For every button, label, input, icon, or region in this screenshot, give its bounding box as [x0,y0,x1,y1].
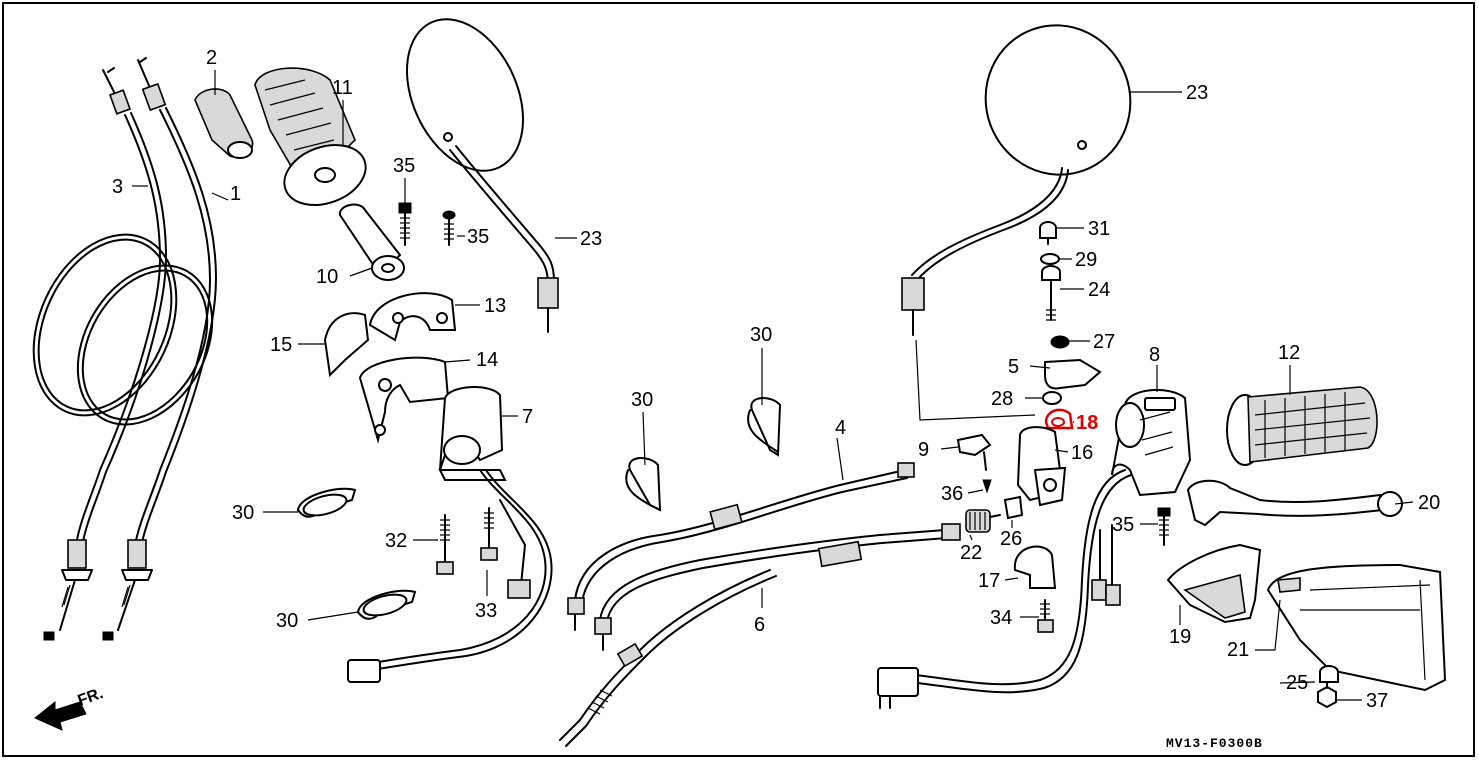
front-indicator-text: FR. [76,685,106,710]
callout-29: 29 [1075,249,1097,271]
callout-26: 26 [1000,528,1022,550]
callout-30-d: 30 [750,324,772,346]
diagram-code: MV13-F0300B [1166,736,1263,751]
callout-30-b: 30 [276,610,298,632]
right-switch-assembly [877,388,1192,709]
callout-30-c: 30 [631,389,653,411]
callout-7: 7 [522,406,533,428]
right-grip [1226,386,1378,466]
callout-23-right: 23 [1186,82,1208,104]
callout-32: 32 [385,530,407,552]
leader-lines [132,70,1414,701]
callout-20: 20 [1418,492,1440,514]
callout-5: 5 [1008,356,1019,378]
cable-clamps [296,397,782,620]
left-mirror [405,18,559,333]
callout-35-b: 35 [467,226,489,248]
callout-35-a: 35 [393,155,415,177]
callout-11: 11 [332,77,353,99]
callout-33: 33 [475,600,497,622]
callout-23-left: 23 [580,228,602,250]
callout-2: 2 [206,47,217,69]
callout-18-highlighted[interactable]: 18 [1076,412,1098,434]
bolts-32-33 [436,507,498,575]
screw-35-right [1157,507,1171,546]
callout-22: 22 [960,542,982,564]
callout-labels: 1 2 3 4 5 6 7 8 9 10 11 12 13 14 15 16 1… [112,47,1440,712]
callout-30-a: 30 [232,502,254,524]
throttle-housing-parts [323,292,457,444]
callout-27: 27 [1093,331,1115,353]
callout-15: 15 [270,334,292,356]
callout-24: 24 [1088,279,1110,301]
nut-collar [1317,665,1339,709]
callout-4: 4 [835,417,846,439]
clutch-lever [1186,479,1403,527]
right-mirror [901,24,1132,421]
callout-10: 10 [316,266,338,288]
callout-36: 36 [941,483,963,505]
callout-16: 16 [1071,442,1093,464]
callout-31: 31 [1088,218,1110,240]
callout-3: 3 [112,176,123,198]
callout-25: 25 [1286,672,1308,694]
callout-34: 34 [990,607,1012,629]
callout-19: 19 [1169,626,1191,648]
callout-6: 6 [754,614,765,636]
callout-12: 12 [1278,342,1300,364]
callout-35-c: 35 [1112,514,1134,536]
callout-17: 17 [978,570,1000,592]
left-switch-assembly [347,386,553,683]
screws-35-left [398,202,456,246]
callout-13: 13 [484,295,506,317]
callout-14: 14 [476,349,498,371]
throttle-grip-parts [194,67,405,281]
callout-37: 37 [1366,690,1388,712]
throttle-cable-assembly [32,57,217,641]
callout-21: 21 [1227,639,1249,661]
callout-28: 28 [991,388,1013,410]
hand-guards [1166,543,1447,692]
callout-9: 9 [918,439,929,461]
clutch-lever-bracket-parts [956,221,1102,633]
callout-1: 1 [230,183,241,205]
center-cables [559,462,961,747]
front-direction-arrow: FR. [34,685,106,731]
callout-8: 8 [1149,344,1160,366]
